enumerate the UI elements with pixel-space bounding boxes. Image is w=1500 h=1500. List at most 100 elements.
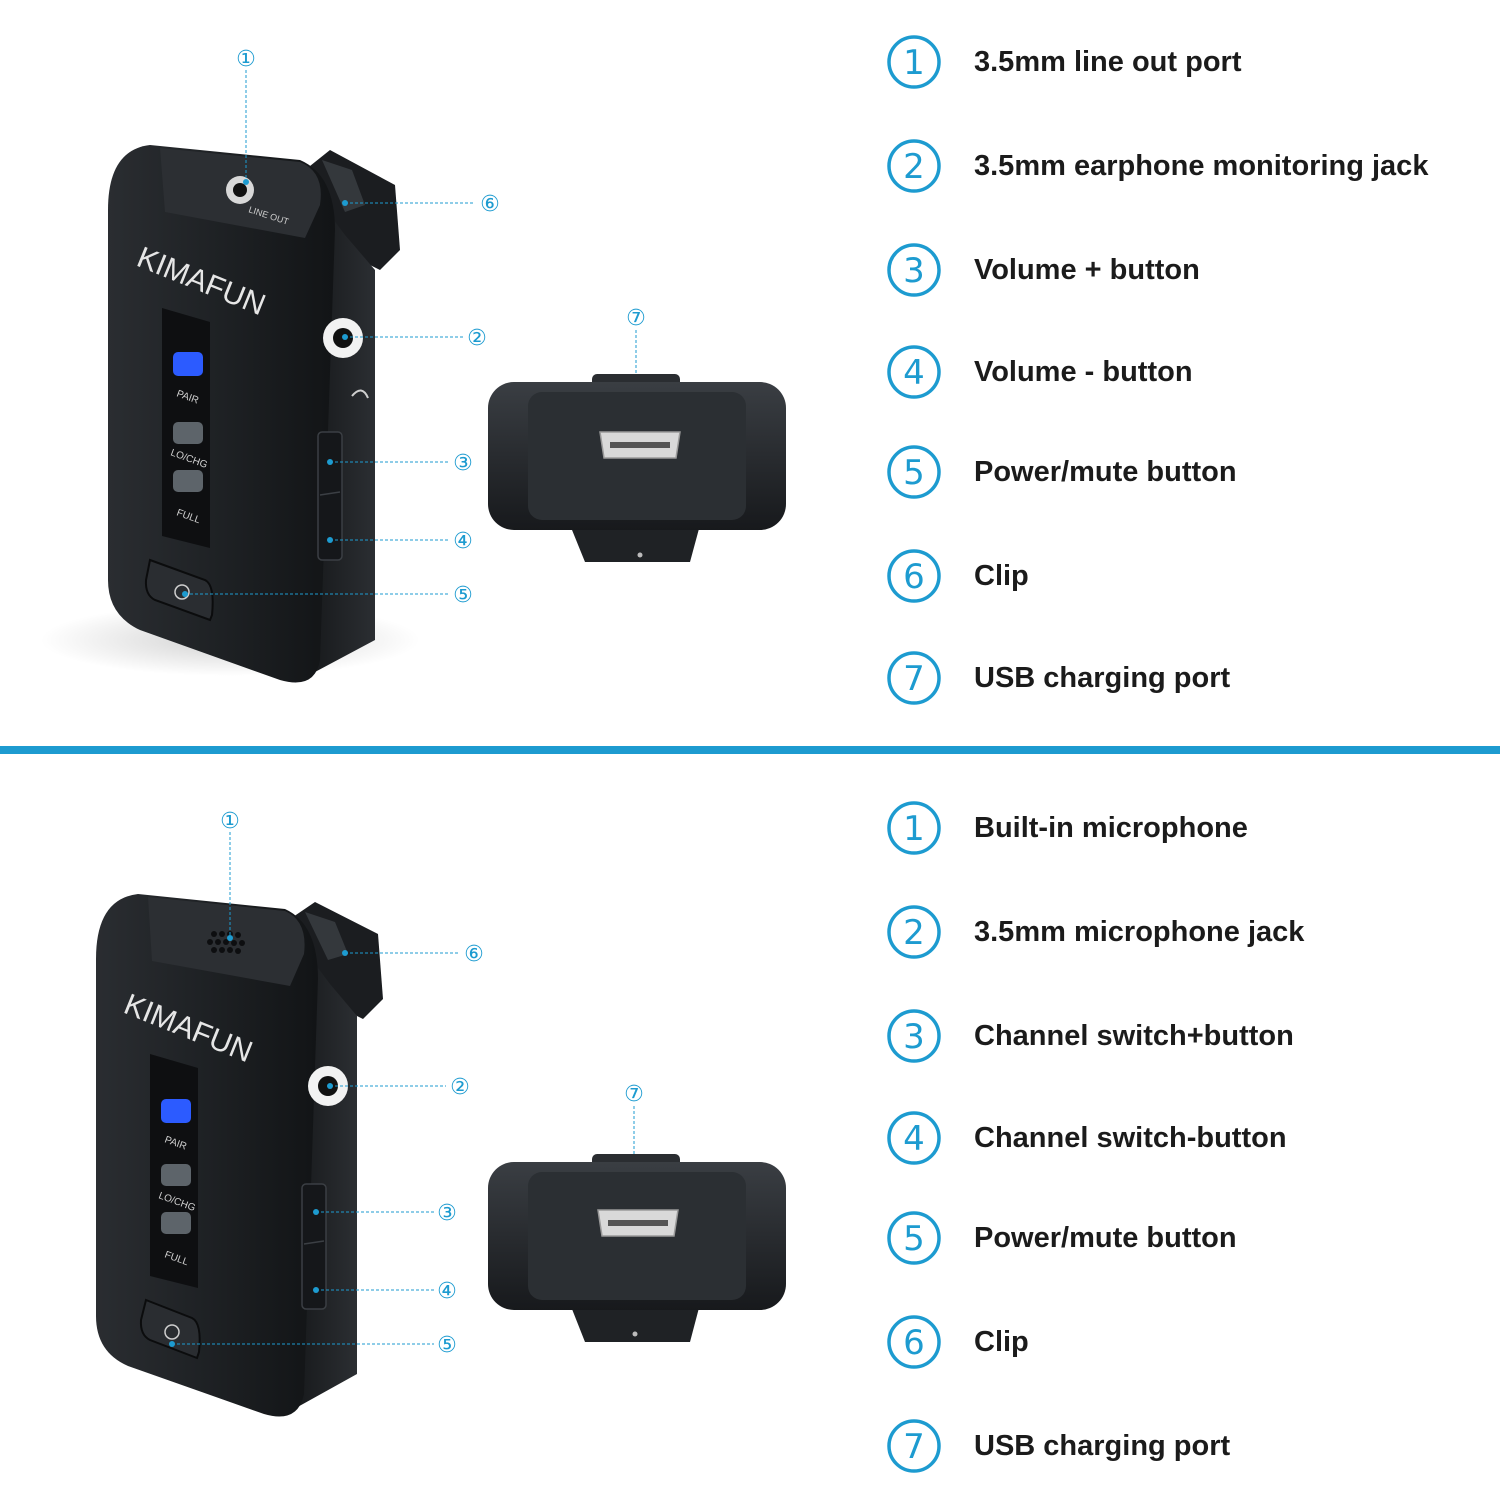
svg-text:5: 5 [903, 1219, 925, 1259]
callout-3: ③ [437, 1201, 457, 1226]
callout-4: ④ [437, 1279, 457, 1304]
headphone-icon [351, 389, 369, 399]
device-body [96, 894, 318, 1417]
svg-text:7: 7 [903, 1427, 925, 1467]
receiver-panel: LINE OUT KIMAFUN PAIR LO/CHG FULL [0, 0, 1500, 746]
callout-2: ② [467, 326, 487, 351]
svg-text:2: 2 [903, 147, 925, 187]
svg-text:2: 2 [903, 913, 925, 953]
clip-highlight [322, 160, 365, 212]
number-badge-icon: 3 [887, 243, 941, 297]
clip [305, 150, 400, 270]
usb-end-view [488, 1154, 786, 1342]
svg-text:6: 6 [903, 557, 925, 597]
legend-item: 3 Channel switch+button [886, 1008, 1496, 1068]
number-badge-icon: 4 [887, 1111, 941, 1165]
number-badge-icon: 5 [887, 1211, 941, 1265]
svg-text:1: 1 [903, 43, 925, 83]
volume-buttons [317, 431, 343, 561]
microphone-grille [207, 931, 245, 954]
legend-label: Volume + button [974, 254, 1200, 286]
pair-led [161, 1099, 191, 1123]
number-badge-icon: 6 [887, 1315, 941, 1369]
number-badge-icon: 1 [887, 801, 941, 855]
callout-6: ⑥ [464, 942, 484, 967]
svg-text:4: 4 [903, 353, 925, 393]
callout-2: ② [450, 1075, 470, 1100]
legend-item: 2 3.5mm earphone monitoring jack [886, 138, 1496, 198]
legend-item: 3 Volume + button [886, 242, 1496, 302]
device-body [108, 145, 335, 683]
number-badge-icon: 7 [887, 1419, 941, 1473]
callout-5: ⑤ [453, 583, 473, 608]
legend-label: 3.5mm earphone monitoring jack [974, 150, 1429, 182]
legend-label: Built-in microphone [974, 812, 1248, 844]
legend-item: 4 Channel switch-button [886, 1110, 1496, 1170]
number-badge-icon: 1 [887, 35, 941, 89]
legend-label: 3.5mm line out port [974, 46, 1242, 78]
usb-view-clip [570, 525, 700, 562]
svg-text:3: 3 [903, 251, 925, 291]
full-led [161, 1212, 191, 1234]
number-badge-icon: 6 [887, 549, 941, 603]
legend-label: Power/mute button [974, 1222, 1237, 1254]
svg-text:4: 4 [903, 1119, 925, 1159]
number-badge-icon: 3 [887, 1009, 941, 1063]
transmitter-illustration: KIMAFUN PAIR LO/CHG FULL [96, 809, 786, 1417]
usb-view-clip [570, 1304, 700, 1342]
number-badge-icon: 2 [887, 905, 941, 959]
power-icon [174, 584, 190, 600]
callout-5: ⑤ [437, 1333, 457, 1358]
callout-1: ① [236, 47, 256, 72]
callout-7: ⑦ [624, 1082, 644, 1107]
usb-end-view [488, 374, 786, 562]
transmitter-legend: 1 Built-in microphone 2 3.5mm microphone… [886, 754, 1500, 1500]
legend-label: Channel switch+button [974, 1020, 1294, 1052]
lo-chg-led [161, 1164, 191, 1186]
legend-label: USB charging port [974, 662, 1231, 694]
number-badge-icon: 2 [887, 139, 941, 193]
full-led [173, 470, 203, 492]
legend-item: 7 USB charging port [886, 650, 1496, 710]
legend-item: 5 Power/mute button [886, 444, 1496, 504]
legend-label: Channel switch-button [974, 1122, 1287, 1154]
receiver-legend: 1 3.5mm line out port 2 3.5mm earphone m… [886, 0, 1500, 746]
number-badge-icon: 7 [887, 651, 941, 705]
receiver-illustration: LINE OUT KIMAFUN PAIR LO/CHG FULL [40, 47, 786, 683]
channel-buttons [301, 1183, 327, 1310]
legend-label: Clip [974, 560, 1029, 592]
clip [290, 902, 383, 1019]
callout-6: ⑥ [480, 192, 500, 217]
svg-text:1: 1 [903, 809, 925, 849]
legend-item: 2 3.5mm microphone jack [886, 904, 1496, 964]
lo-chg-led [173, 422, 203, 444]
svg-text:5: 5 [903, 453, 925, 493]
section-divider [0, 746, 1500, 754]
callout-4: ④ [453, 529, 473, 554]
legend-item: 1 Built-in microphone [886, 800, 1496, 860]
legend-item: 6 Clip [886, 548, 1496, 608]
power-icon [164, 1324, 180, 1340]
svg-text:6: 6 [903, 1323, 925, 1363]
callout-1: ① [220, 809, 240, 834]
legend-label: Clip [974, 1326, 1029, 1358]
number-badge-icon: 4 [887, 345, 941, 399]
legend-label: 3.5mm microphone jack [974, 916, 1305, 948]
callout-3: ③ [453, 451, 473, 476]
legend-item: 7 USB charging port [886, 1418, 1496, 1478]
transmitter-panel: KIMAFUN PAIR LO/CHG FULL [0, 754, 1500, 1500]
legend-item: 4 Volume - button [886, 344, 1496, 404]
legend-item: 1 3.5mm line out port [886, 34, 1496, 94]
callout-7: ⑦ [626, 306, 646, 331]
clip-highlight [305, 912, 348, 960]
legend-item: 5 Power/mute button [886, 1210, 1496, 1270]
svg-text:7: 7 [903, 659, 925, 699]
legend-label: USB charging port [974, 1430, 1231, 1462]
legend-item: 6 Clip [886, 1314, 1496, 1374]
power-button [144, 558, 214, 622]
number-badge-icon: 5 [887, 445, 941, 499]
pair-led [173, 352, 203, 376]
legend-label: Power/mute button [974, 456, 1237, 488]
svg-text:3: 3 [903, 1017, 925, 1057]
legend-label: Volume - button [974, 356, 1193, 388]
